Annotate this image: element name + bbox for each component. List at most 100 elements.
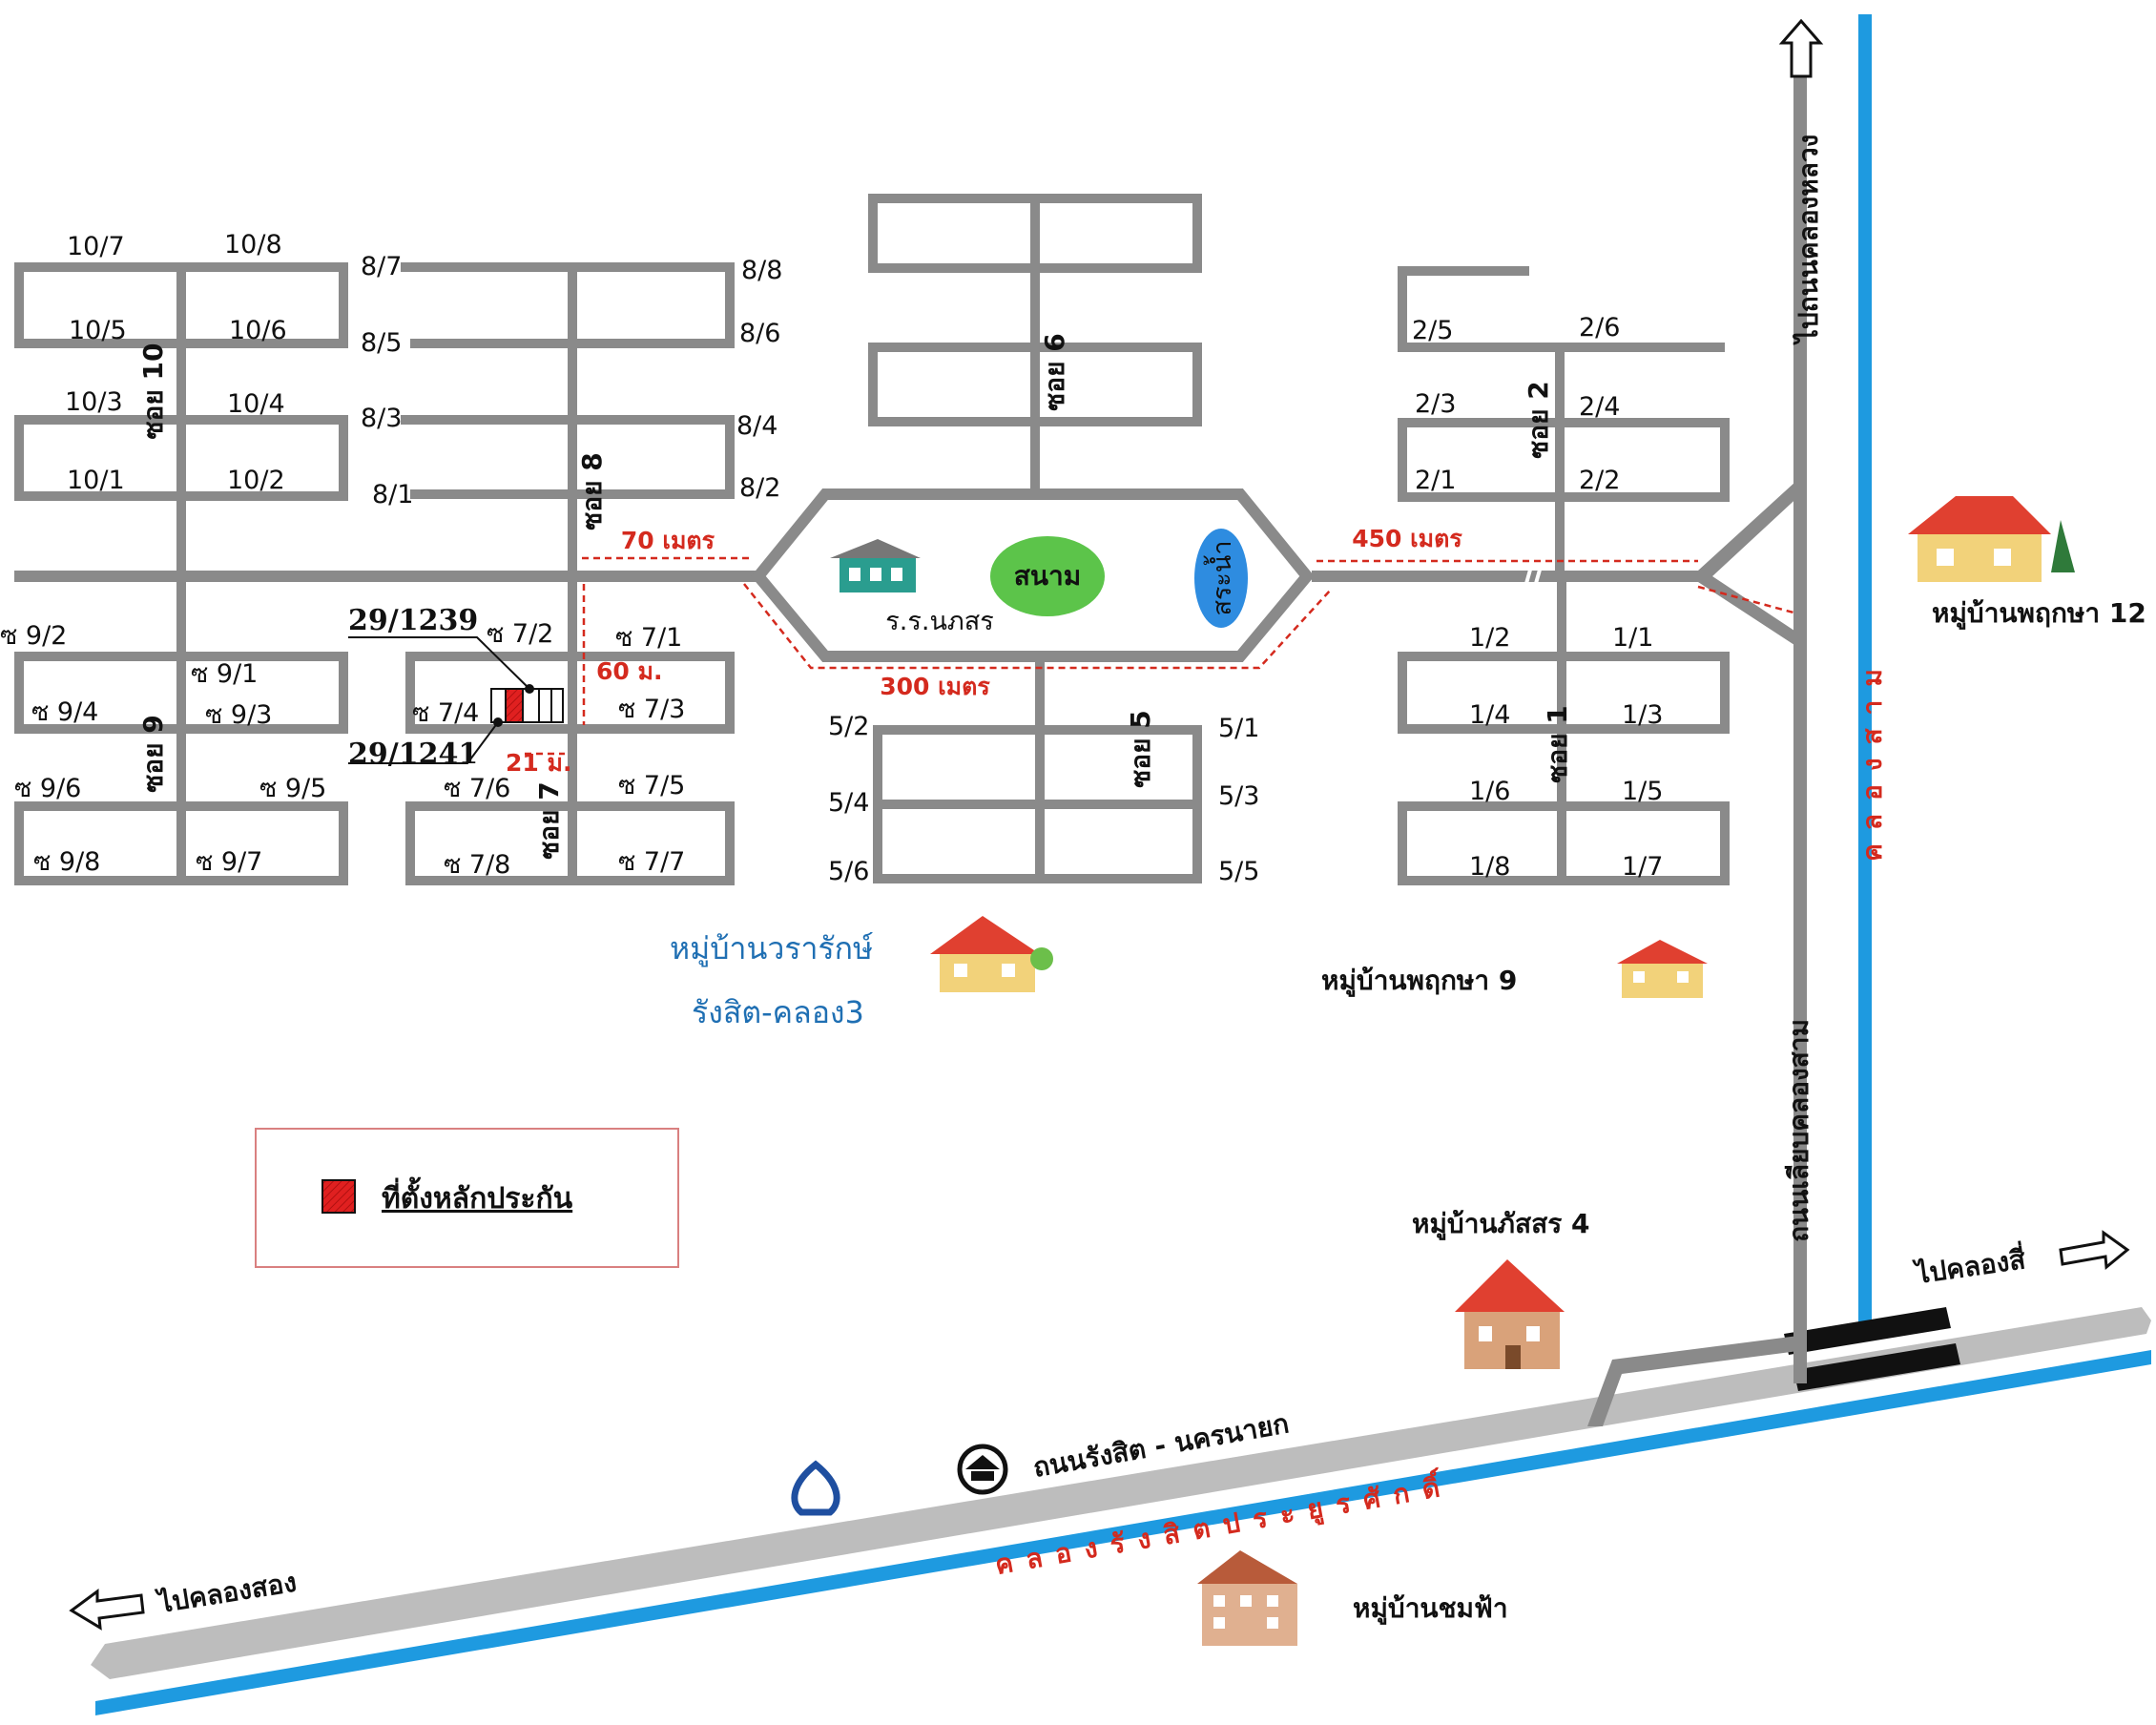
park-hexagon <box>751 488 1315 662</box>
lot-9-4: ซ 9/4 <box>31 697 98 727</box>
lot-2-4: 2/4 <box>1579 392 1620 422</box>
lot-10-5: 10/5 <box>69 316 127 345</box>
lot-2-6: 2/6 <box>1579 313 1620 343</box>
lot-1-7: 1/7 <box>1622 852 1663 882</box>
lot-5-1: 5/1 <box>1218 714 1259 743</box>
lot-5-3: 5/3 <box>1218 781 1259 811</box>
arrow-icon <box>69 1589 145 1631</box>
village-wararak-label-2: รังสิต-คลอง3 <box>692 994 864 1030</box>
block-soi-7 <box>405 576 735 885</box>
house-icon <box>930 916 1053 992</box>
block-soi-1 <box>1398 576 1730 885</box>
lot-9-6: ซ 9/6 <box>14 774 81 803</box>
lot-10-8: 10/8 <box>224 230 282 260</box>
lot-8-2: 8/2 <box>739 473 780 503</box>
block-soi-6 <box>868 194 1202 494</box>
temple-icon <box>791 1460 840 1516</box>
lot-8-8: 8/8 <box>741 256 782 285</box>
lot-9-1: ซ 9/1 <box>191 659 258 689</box>
lot-10-1: 10/1 <box>67 466 125 495</box>
lot-1-6: 1/6 <box>1469 777 1510 806</box>
lot-1-2: 1/2 <box>1469 623 1510 653</box>
lot-9-5: ซ 9/5 <box>259 774 326 803</box>
block-soi-9 <box>14 576 348 885</box>
lot-8-6: 8/6 <box>739 319 780 348</box>
house-icon <box>1455 1259 1565 1369</box>
lot-1-8: 1/8 <box>1469 852 1510 882</box>
distance-70m: 70 เมตร <box>621 527 715 554</box>
distance-21m: 21 ม. <box>506 749 571 777</box>
main-road-rangsit-nakhon-nayok <box>91 1307 2151 1679</box>
canal-three <box>1858 14 1872 1331</box>
house-icon <box>1908 496 2075 582</box>
lot-2-1: 2/1 <box>1415 466 1456 495</box>
lot-1-1: 1/1 <box>1612 623 1653 653</box>
lot-8-4: 8/4 <box>736 411 777 441</box>
road-break-marks <box>1517 562 1544 612</box>
soi-5-label: ซอย 5 <box>1125 710 1156 787</box>
main-soi-road <box>14 482 1803 647</box>
lot-8-7: 8/7 <box>361 252 402 281</box>
village-pruksa-9-label: หมู่บ้านพฤกษา 9 <box>1321 965 1517 997</box>
village-wararak-label-1: หมู่บ้านวรารักษ์ <box>670 930 873 967</box>
collateral-parcel <box>348 636 564 764</box>
lot-10-4: 10/4 <box>227 389 285 419</box>
arrow-icon <box>1778 18 1824 78</box>
village-passorn-4-label: หมู่บ้านภัสสร 4 <box>1412 1208 1589 1240</box>
lot-5-5: 5/5 <box>1218 857 1259 886</box>
lot-7-2: ซ 7/2 <box>487 619 553 649</box>
soi-10-label: ซอย 10 <box>137 343 169 440</box>
soi-7-label: ซอย 7 <box>533 781 565 859</box>
village-pruksa-12-label: หมู่บ้านพฤกษา 12 <box>1932 597 2146 630</box>
block-soi-8 <box>401 262 735 576</box>
to-klong-si-label: ไปคลองสี่ <box>1911 1239 2028 1290</box>
lot-1-3: 1/3 <box>1622 700 1663 730</box>
house-icon <box>1197 1550 1297 1646</box>
landmark-icon <box>957 1444 1008 1495</box>
lot-9-3: ซ 9/3 <box>205 700 272 730</box>
village-chomfa-label: หมู่บ้านชมฟ้า <box>1353 1592 1508 1625</box>
canal-main <box>95 1350 2151 1715</box>
lot-5-6: 5/6 <box>828 857 869 886</box>
distance-60m: 60 ม. <box>596 657 662 685</box>
soi-6-label: ซอย 6 <box>1039 333 1070 410</box>
school-icon <box>830 539 921 592</box>
lot-5-4: 5/4 <box>828 788 869 818</box>
lot-7-3: ซ 7/3 <box>618 695 685 724</box>
lot-8-3: 8/3 <box>361 404 402 433</box>
school-label: ร.ร.นภสร <box>885 607 993 636</box>
lot-9-7: ซ 9/7 <box>196 847 262 877</box>
legend-label: ที่ตั้งหลักประกัน <box>382 1176 573 1216</box>
lot-2-3: 2/3 <box>1415 389 1456 419</box>
pond-label: สระน้ำ <box>1203 540 1237 615</box>
field <box>990 536 1105 616</box>
lot-1-4: 1/4 <box>1469 700 1510 730</box>
lot-10-2: 10/2 <box>227 466 285 495</box>
lot-9-8: ซ 9/8 <box>33 847 100 877</box>
lot-7-4: ซ 7/4 <box>412 698 479 728</box>
canal-side-road <box>1587 57 1807 1426</box>
lot-10-6: 10/6 <box>229 316 287 345</box>
lot-7-6: ซ 7/6 <box>444 774 510 803</box>
lot-8-5: 8/5 <box>361 328 402 358</box>
legend-swatch <box>321 1179 356 1214</box>
lot-7-1: ซ 7/1 <box>615 623 682 653</box>
parcel-29-1239: 29/1239 <box>348 604 478 637</box>
parcel-29-1241: 29/1241 <box>348 738 478 771</box>
canal-road-label: ถนนเลียบคลองสาม <box>1783 1019 1814 1242</box>
field-label: สนาม <box>1014 560 1081 592</box>
lot-2-5: 2/5 <box>1412 316 1453 345</box>
soi-9-label: ซอย 9 <box>137 715 169 792</box>
house-icon <box>1617 940 1708 998</box>
block-soi-5 <box>873 656 1202 883</box>
lot-2-2: 2/2 <box>1579 466 1620 495</box>
distance-450m: 450 เมตร <box>1352 525 1462 552</box>
canal-three-label: คลองสาม <box>1856 655 1888 862</box>
lot-labels: 10/7 10/8 10/5 10/6 10/3 10/4 10/1 10/2 … <box>0 230 1663 886</box>
lot-10-7: 10/7 <box>67 232 125 261</box>
arrow-icon <box>2059 1230 2130 1270</box>
lot-7-7: ซ 7/7 <box>618 847 685 877</box>
lot-9-2: ซ 9/2 <box>0 621 67 651</box>
soi-2-label: ซอย 2 <box>1523 381 1554 458</box>
